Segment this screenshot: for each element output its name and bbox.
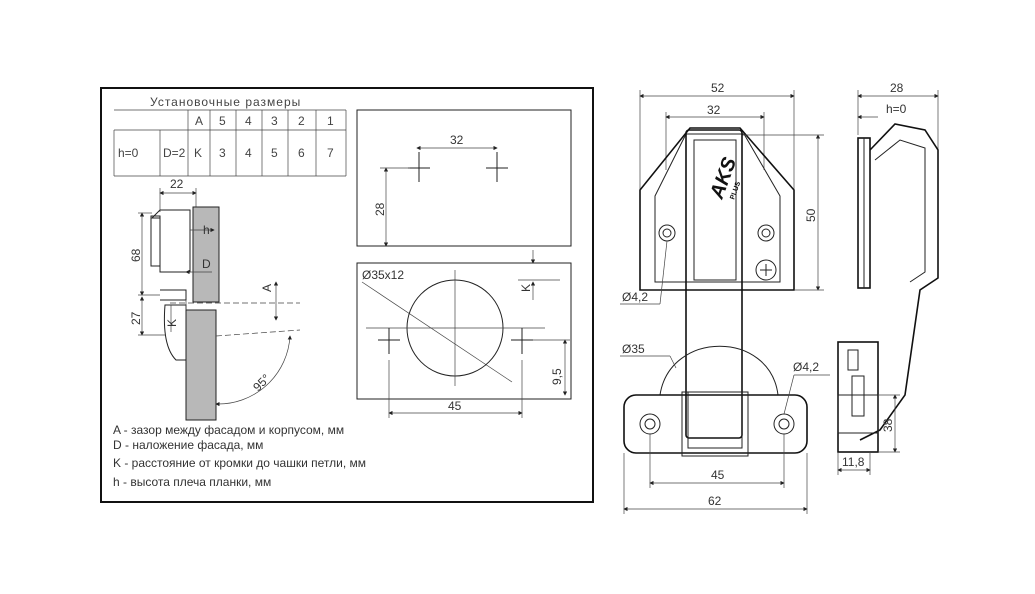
legend-item-a: A - зазор между фасадом и корпусом, мм	[113, 423, 344, 437]
table-header-5: 5	[219, 114, 226, 128]
hinge-front-view: 52 32 50 AKS PLUS Ø4,2 Ø35	[620, 81, 830, 514]
mounting-plate	[639, 127, 795, 291]
mount-hole-right	[757, 224, 775, 242]
legend-item-d: D - наложение фасада, мм	[113, 438, 263, 452]
label-hole-dia-top: Ø4,2	[622, 290, 648, 304]
installation-panel: Установочные размеры A 5 4 3 2 1 h=0 D=2…	[100, 87, 594, 503]
label-d: D	[202, 257, 211, 271]
dim-spacing-45-left: 45	[448, 399, 462, 413]
base-plate	[623, 394, 808, 454]
dim-height-38: 38	[881, 418, 895, 432]
hinge-side-view: 28 h=0 38 11,8	[837, 81, 939, 475]
label-cup-dia: Ø35	[622, 342, 645, 356]
panel-frame	[100, 87, 594, 503]
hinge-cup	[659, 345, 779, 396]
dim-width-32: 32	[707, 103, 721, 117]
base-hole-left	[639, 413, 661, 435]
dim-width-52: 52	[711, 81, 725, 95]
table-value-1: 7	[327, 146, 334, 160]
legend: A - зазор между фасадом и корпусом, мм D…	[113, 423, 366, 489]
door-panel	[185, 309, 217, 421]
legend-item-k: K - расстояние от кромки до чашки петли,…	[113, 456, 366, 470]
base-hole-right	[773, 413, 795, 435]
hinge-arm	[685, 129, 743, 439]
installation-table: Установочные размеры A 5 4 3 2 1 h=0 D=2…	[113, 95, 347, 177]
dim-width-28: 28	[890, 81, 904, 95]
table-header-2: 2	[298, 114, 305, 128]
label-angle-95: 95°	[250, 371, 273, 394]
side-section-view: 22 68 27 h D K	[129, 177, 301, 421]
dim-height-50: 50	[804, 208, 818, 222]
dim-depth-11-8: 11,8	[842, 455, 865, 469]
cabinet-side-panel	[192, 206, 220, 303]
label-hole-dia-base: Ø4,2	[793, 360, 819, 374]
label-k-side: K	[165, 319, 179, 327]
dim-width-62: 62	[708, 494, 722, 508]
table-row-label-h: h=0	[118, 146, 139, 160]
table-value-3: 5	[271, 146, 278, 160]
label-a: A	[260, 284, 274, 292]
label-h-zero: h=0	[886, 102, 907, 116]
dim-height-27: 27	[129, 311, 143, 325]
side-arm	[859, 123, 939, 441]
table-row-label-k: K	[194, 146, 202, 160]
label-cup-diameter: Ø35x12	[362, 268, 404, 282]
dim-height-68: 68	[129, 248, 143, 262]
dim-spacing-32: 32	[450, 133, 464, 147]
table-value-4: 4	[245, 146, 252, 160]
dim-offset-9-5: 9,5	[550, 368, 564, 385]
label-k-drill: K	[519, 284, 533, 292]
mount-hole-left	[658, 224, 676, 242]
table-header-a: A	[195, 114, 203, 128]
table-value-5: 3	[219, 146, 226, 160]
adjust-screw	[755, 259, 777, 281]
dim-width-22: 22	[170, 177, 184, 191]
table-value-2: 6	[298, 146, 305, 160]
table-header-3: 3	[271, 114, 278, 128]
dim-spacing-45-base: 45	[711, 468, 725, 482]
table-header-1: 1	[327, 114, 334, 128]
drill-template-top: 32 28	[356, 109, 572, 247]
table-row-label-d: D=2	[163, 146, 186, 160]
label-h: h	[203, 223, 210, 237]
dim-height-28: 28	[373, 202, 387, 216]
table-header-4: 4	[245, 114, 252, 128]
drill-template-bottom: Ø35x12 45 9,5 K	[356, 250, 572, 418]
legend-item-h: h - высота плеча планки, мм	[113, 475, 271, 489]
table-title: Установочные размеры	[150, 95, 301, 109]
